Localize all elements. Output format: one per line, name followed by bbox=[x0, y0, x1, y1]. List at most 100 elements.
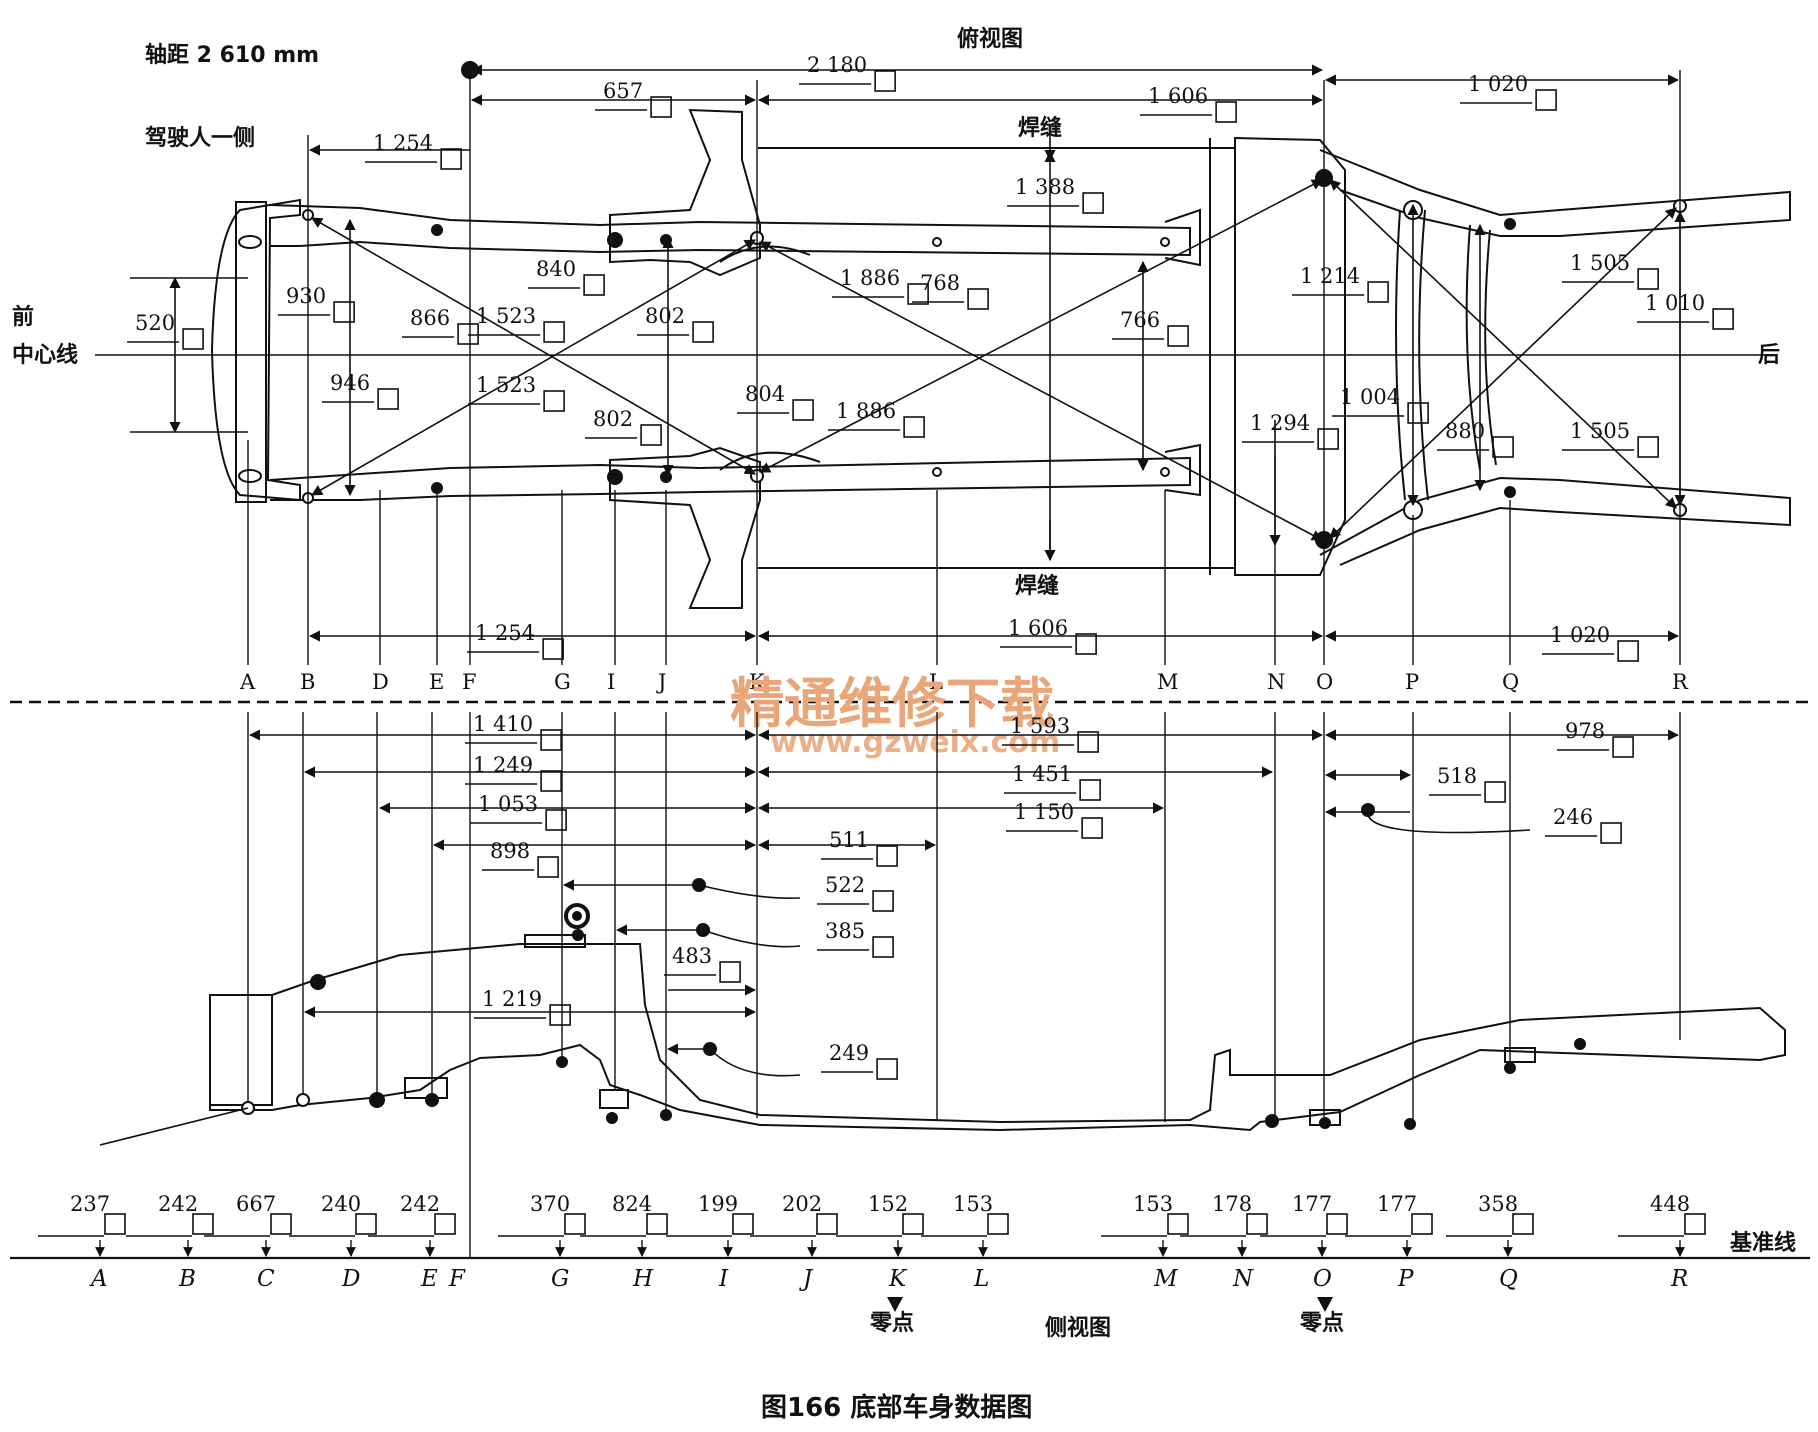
dim-check-box[interactable] bbox=[792, 399, 814, 421]
dim-check-box[interactable] bbox=[537, 856, 559, 878]
top-point-o: O bbox=[1316, 670, 1333, 694]
dim-check-box[interactable] bbox=[1600, 822, 1622, 844]
height-value: 667 bbox=[236, 1192, 276, 1216]
dim-check-box[interactable] bbox=[457, 323, 479, 345]
height-check-box[interactable] bbox=[1326, 1213, 1348, 1235]
dim-check-box[interactable] bbox=[1535, 89, 1557, 111]
top-view-title: 俯视图 bbox=[957, 26, 1023, 52]
dim-check-box[interactable] bbox=[967, 288, 989, 310]
dim-check-box[interactable] bbox=[692, 321, 714, 343]
dim-check-box[interactable] bbox=[1367, 281, 1389, 303]
dim-1053: 1 053 bbox=[478, 792, 538, 816]
side-point-p: P bbox=[1397, 1266, 1414, 1292]
dim-check-box[interactable] bbox=[1082, 192, 1104, 214]
height-check-box[interactable] bbox=[646, 1213, 668, 1235]
dim-check-box[interactable] bbox=[1492, 436, 1514, 458]
dim-check-box[interactable] bbox=[719, 961, 741, 983]
height-check-box[interactable] bbox=[732, 1213, 754, 1235]
dim-check-box[interactable] bbox=[1612, 736, 1634, 758]
side-point-n: N bbox=[1232, 1266, 1254, 1292]
side-view-points bbox=[241, 803, 1586, 1130]
side-point-m: M bbox=[1153, 1266, 1179, 1292]
height-check-box[interactable] bbox=[987, 1213, 1009, 1235]
dim-check-box[interactable] bbox=[545, 809, 567, 831]
height-check-box[interactable] bbox=[192, 1213, 214, 1235]
height-value: 240 bbox=[321, 1192, 361, 1216]
dim-check-box[interactable] bbox=[872, 890, 894, 912]
dim-check-box[interactable] bbox=[182, 328, 204, 350]
dim-check-box[interactable] bbox=[1075, 633, 1097, 655]
top-point-m: M bbox=[1157, 670, 1179, 694]
dim-check-box[interactable] bbox=[874, 70, 896, 92]
dim-check-box[interactable] bbox=[1081, 817, 1103, 839]
height-value: 448 bbox=[1650, 1192, 1690, 1216]
dim-check-box[interactable] bbox=[549, 1004, 571, 1026]
dim-check-box[interactable] bbox=[542, 638, 564, 660]
dim-check-box[interactable] bbox=[1215, 101, 1237, 123]
side-point-b: B bbox=[178, 1266, 196, 1292]
height-check-box[interactable] bbox=[816, 1213, 838, 1235]
dim-1020-upper: 1 020 bbox=[1468, 72, 1528, 96]
dim-check-box[interactable] bbox=[1484, 781, 1506, 803]
height-check-box[interactable] bbox=[1512, 1213, 1534, 1235]
height-check-box[interactable] bbox=[1246, 1213, 1268, 1235]
dim-check-box[interactable] bbox=[907, 283, 929, 305]
dim-657: 657 bbox=[603, 79, 643, 103]
dim-check-box[interactable] bbox=[1077, 731, 1099, 753]
dim-check-box[interactable] bbox=[543, 321, 565, 343]
dim-check-box[interactable] bbox=[1079, 779, 1101, 801]
height-check-box[interactable] bbox=[1684, 1213, 1706, 1235]
dim-check-box[interactable] bbox=[1317, 428, 1339, 450]
dim-check-box[interactable] bbox=[1167, 325, 1189, 347]
dim-1294: 1 294 bbox=[1250, 411, 1310, 435]
top-point-j: J bbox=[656, 670, 666, 694]
dim-check-box[interactable] bbox=[1407, 402, 1429, 424]
top-point-b: B bbox=[300, 670, 315, 694]
height-value: 237 bbox=[70, 1192, 110, 1216]
height-check-box[interactable] bbox=[355, 1213, 377, 1235]
wheelbase-label: 轴距 2 610 mm bbox=[145, 42, 319, 68]
dim-check-box[interactable] bbox=[1617, 640, 1639, 662]
height-check-box[interactable] bbox=[104, 1213, 126, 1235]
dim-check-box[interactable] bbox=[540, 770, 562, 792]
dim-check-box[interactable] bbox=[377, 388, 399, 410]
top-point-d: D bbox=[372, 670, 389, 694]
dim-978: 978 bbox=[1565, 719, 1605, 743]
dim-check-box[interactable] bbox=[543, 390, 565, 412]
top-view-dimensions: 2 180 657 1 606 1 020 1 254 1 388 930 52… bbox=[127, 53, 1734, 662]
dim-check-box[interactable] bbox=[333, 301, 355, 323]
dim-check-box[interactable] bbox=[540, 729, 562, 751]
height-check-box[interactable] bbox=[1411, 1213, 1433, 1235]
dim-check-box[interactable] bbox=[1637, 268, 1659, 290]
top-point-p: P bbox=[1405, 670, 1419, 694]
height-value: 370 bbox=[530, 1192, 570, 1216]
height-check-box[interactable] bbox=[434, 1213, 456, 1235]
height-value: 153 bbox=[1133, 1192, 1173, 1216]
dim-check-box[interactable] bbox=[583, 274, 605, 296]
height-check-box[interactable] bbox=[902, 1213, 924, 1235]
height-value: 177 bbox=[1292, 1192, 1332, 1216]
dim-1249: 1 249 bbox=[473, 753, 533, 777]
dim-1254-lower: 1 254 bbox=[475, 621, 535, 645]
side-point-f: F bbox=[448, 1266, 466, 1292]
dim-check-box[interactable] bbox=[440, 148, 462, 170]
height-check-box[interactable] bbox=[270, 1213, 292, 1235]
top-point-l: L bbox=[929, 670, 943, 694]
dim-check-box[interactable] bbox=[650, 96, 672, 118]
side-view-reference-lines bbox=[247, 712, 1681, 1258]
height-check-box[interactable] bbox=[564, 1213, 586, 1235]
side-view-frame bbox=[209, 934, 1786, 1132]
dim-check-box[interactable] bbox=[876, 1058, 898, 1080]
side-point-d: D bbox=[341, 1266, 360, 1292]
dim-check-box[interactable] bbox=[1712, 308, 1734, 330]
dim-check-box[interactable] bbox=[872, 936, 894, 958]
top-point-e: E bbox=[429, 670, 444, 694]
dim-check-box[interactable] bbox=[903, 416, 925, 438]
height-check-box[interactable] bbox=[1167, 1213, 1189, 1235]
dim-898: 898 bbox=[490, 839, 530, 863]
dim-check-box[interactable] bbox=[640, 424, 662, 446]
dim-check-box[interactable] bbox=[1637, 436, 1659, 458]
watermark-line1: 精通维修下载 bbox=[730, 672, 1054, 735]
dim-check-box[interactable] bbox=[876, 845, 898, 867]
